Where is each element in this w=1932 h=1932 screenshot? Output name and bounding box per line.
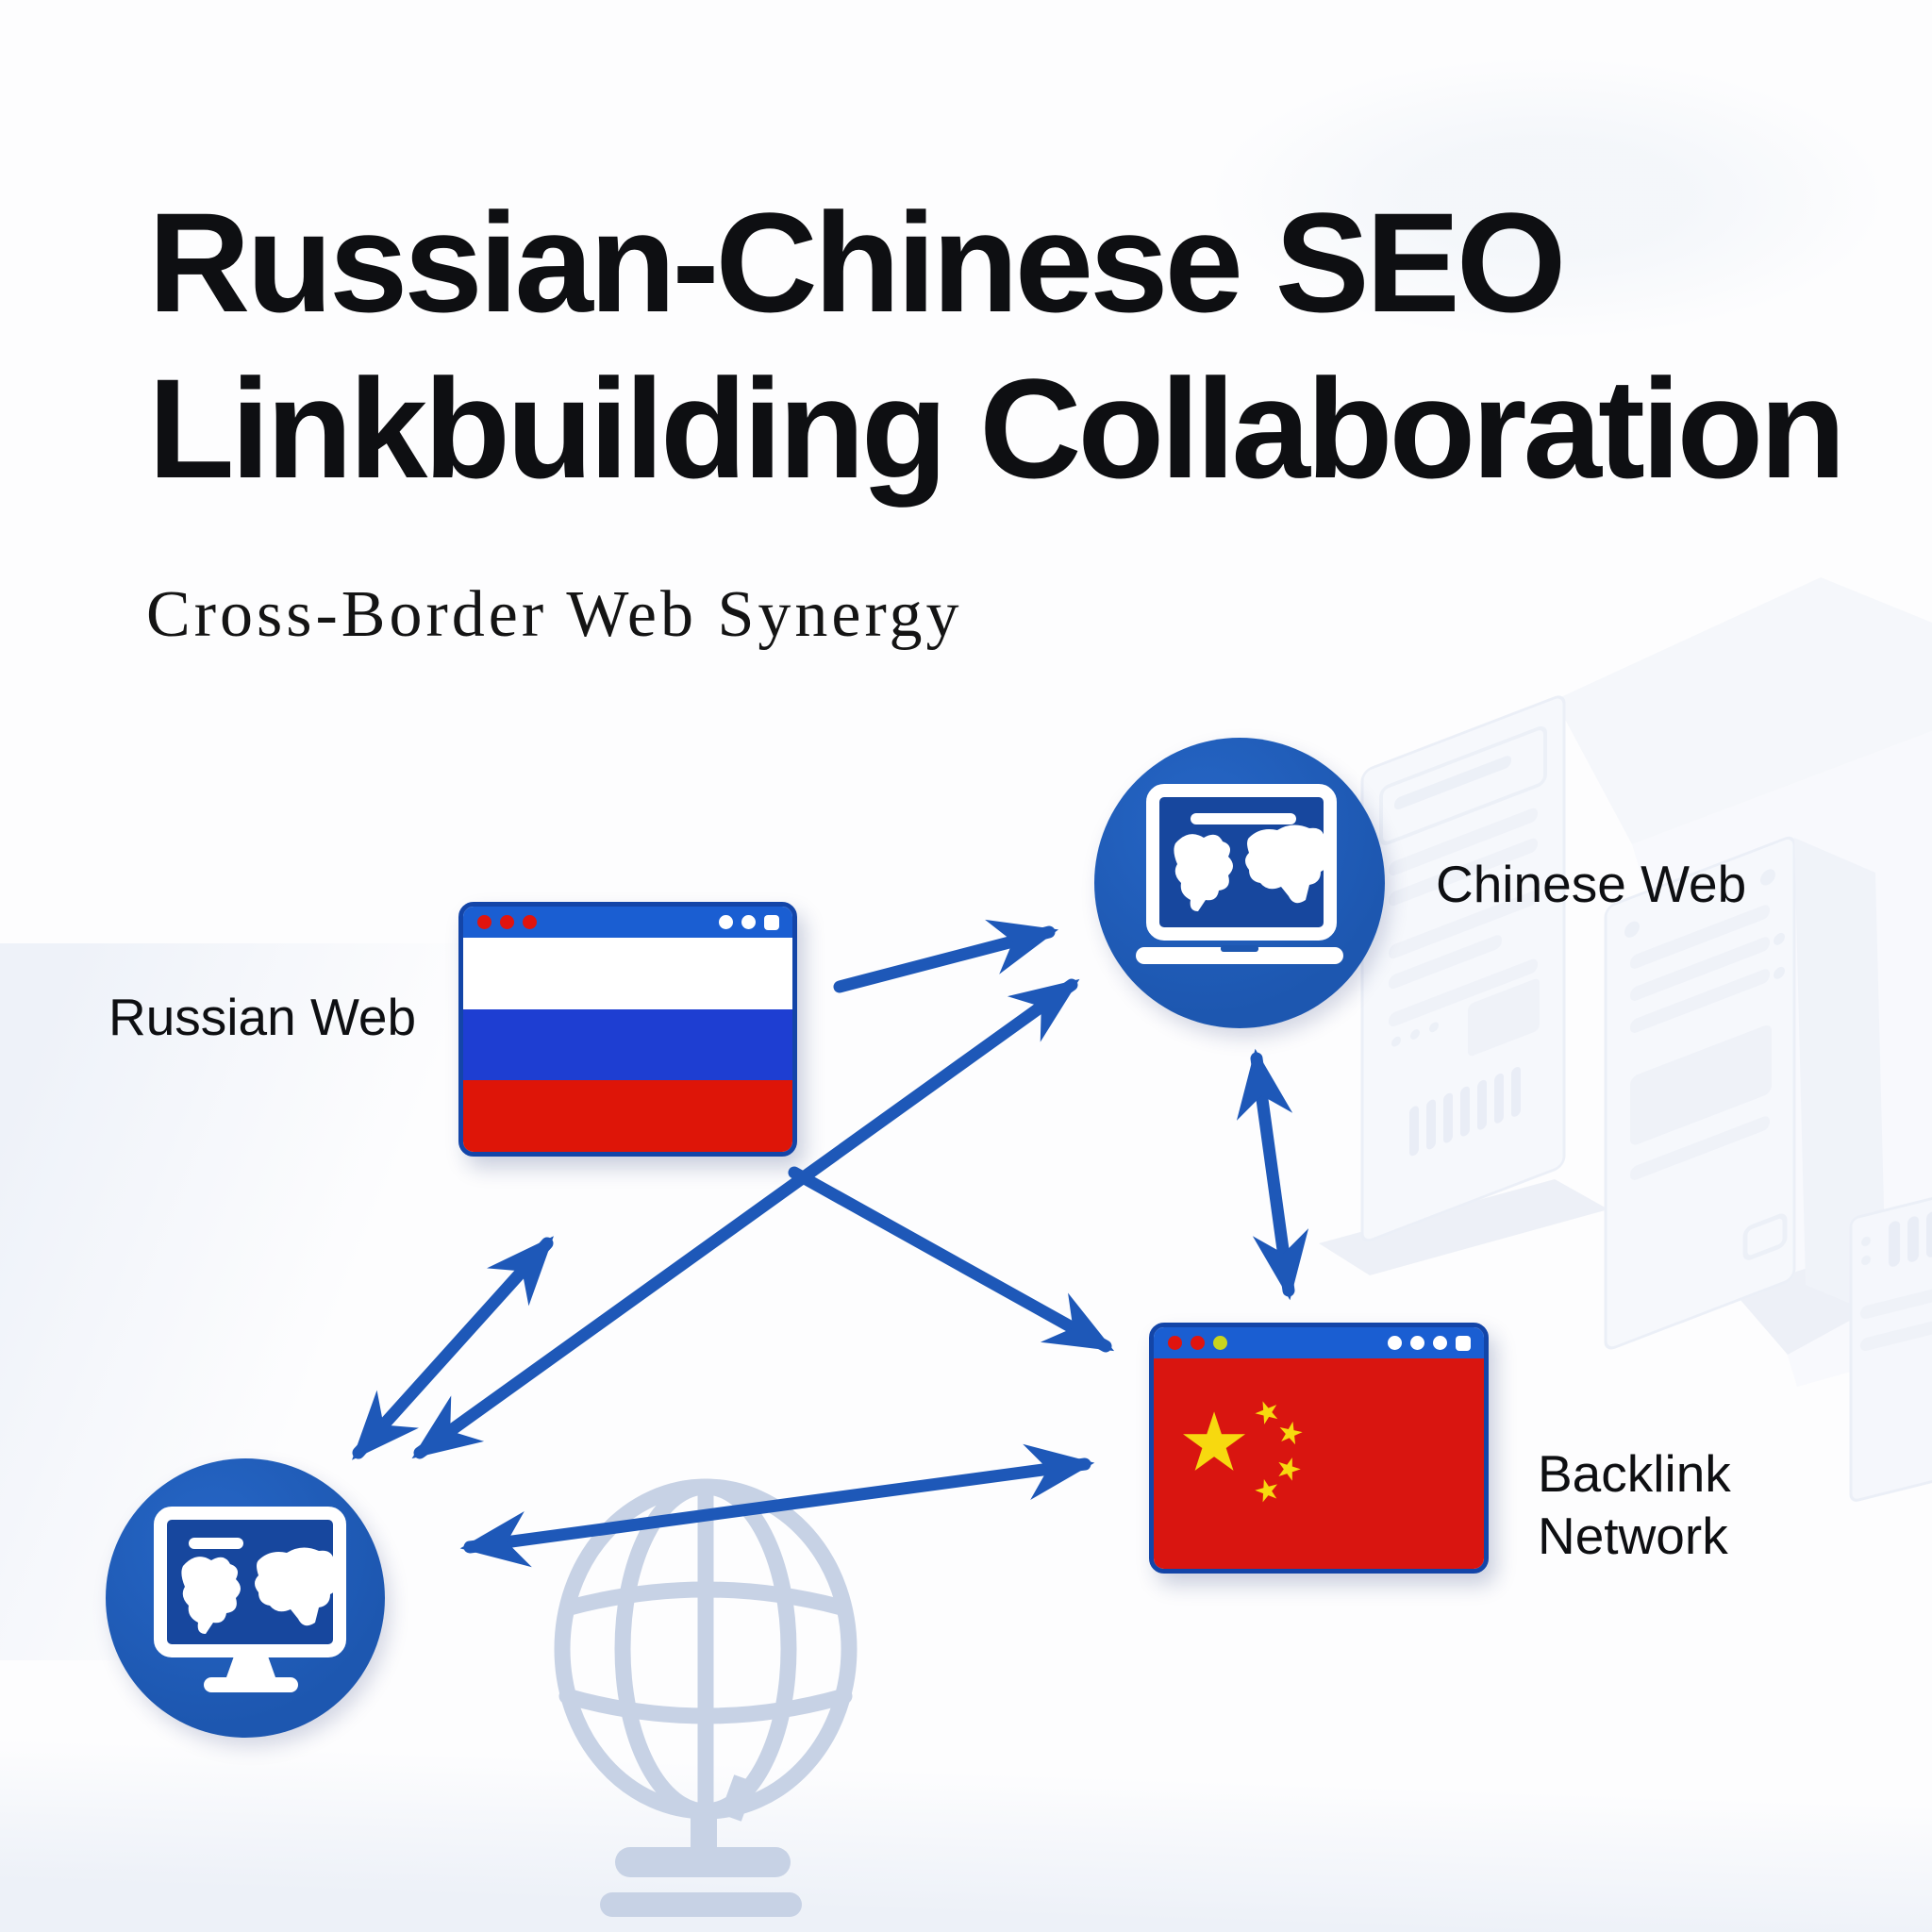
window-titlebar	[1154, 1327, 1484, 1358]
monitor-globe-icon	[154, 1507, 346, 1692]
window-dot-icon	[1388, 1336, 1402, 1350]
title-line-1: Russian-Chinese SEO	[148, 183, 1566, 341]
link-arrow-global-web-to-russian-web	[352, 1236, 554, 1460]
label-backlink-network: Backlink Network	[1538, 1444, 1731, 1565]
chinese-web-node	[1094, 738, 1385, 1028]
globe-icon	[554, 1478, 858, 1917]
server-tower-2	[1604, 836, 1796, 1350]
window-square-icon	[764, 914, 779, 930]
link-arrow-global-web-to-backlink-network	[459, 1443, 1095, 1568]
label-chinese-web: Chinese Web	[1436, 855, 1747, 913]
window-dot-icon	[719, 915, 733, 929]
background-tint-bottom	[0, 1740, 1932, 1932]
link-arrow-chinese-web-to-backlink-network	[1236, 1048, 1309, 1301]
server-tower-3	[1849, 1183, 1932, 1502]
page-subtitle: Cross-Border Web Synergy	[146, 578, 963, 651]
label-russian-web: Russian Web	[108, 988, 417, 1046]
laptop-globe-icon	[1136, 784, 1343, 964]
window-dot-icon	[523, 915, 537, 929]
global-web-node	[106, 1458, 385, 1738]
background-tint-topright	[1208, 57, 1887, 340]
backlink-network-window: ★ ★ ★ ★ ★	[1149, 1323, 1489, 1574]
title-line-2: Linkbuilding Collaboration	[148, 349, 1846, 508]
chinese-flag: ★ ★ ★ ★ ★	[1154, 1358, 1484, 1569]
window-dot-icon	[477, 915, 491, 929]
link-arrow-russian-web-to-backlink-network	[788, 1166, 1115, 1353]
window-square-icon	[1456, 1335, 1471, 1351]
window-dot-icon	[1168, 1336, 1182, 1350]
page-title: Russian-Chinese SEO Linkbuilding Collabo…	[148, 179, 1846, 511]
window-dot-icon	[1213, 1336, 1227, 1350]
link-arrow-russian-web-to-chinese-web	[833, 919, 1059, 993]
china-flag-star: ★	[1177, 1395, 1251, 1491]
window-dot-icon	[1191, 1336, 1205, 1350]
window-dot-icon	[741, 915, 756, 929]
link-arrow-global-web-to-chinese-web	[411, 978, 1080, 1459]
window-dot-icon	[1410, 1336, 1424, 1350]
server-tower-1	[1360, 695, 1566, 1242]
window-dot-icon	[1433, 1336, 1447, 1350]
window-dot-icon	[500, 915, 514, 929]
window-titlebar	[463, 907, 792, 938]
